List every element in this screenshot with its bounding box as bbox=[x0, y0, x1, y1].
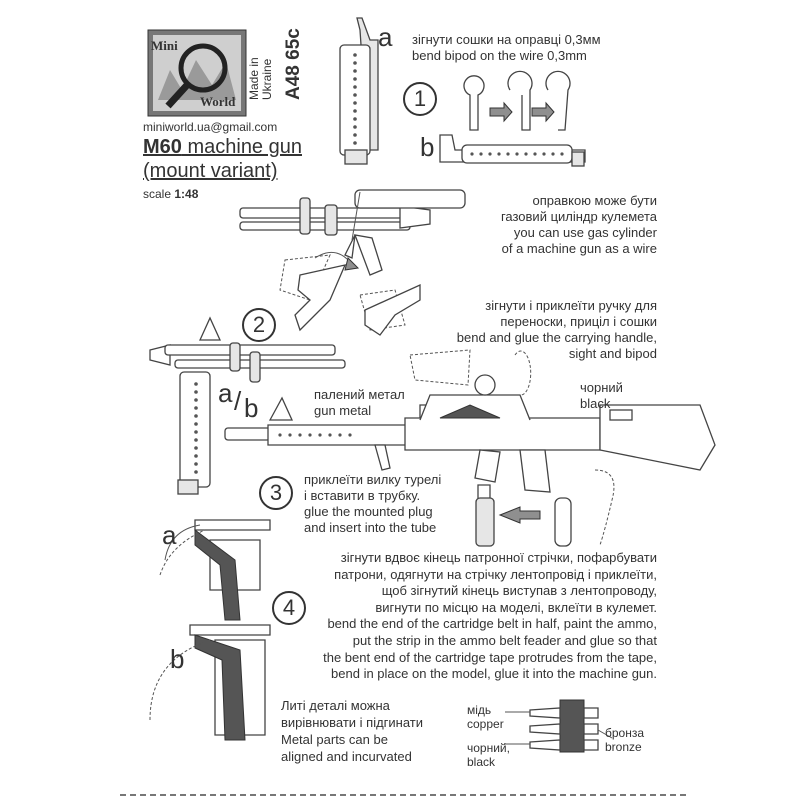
step-4-line-7: the bent end of the cartridge tape protr… bbox=[323, 649, 657, 665]
step-4-text: зігнути вдвоє кінець патронної стрічки, … bbox=[323, 550, 657, 683]
part-b-label: b bbox=[420, 132, 435, 162]
metal-parts-note: Литі деталі можна вирівнювати і підгинат… bbox=[281, 697, 423, 765]
step-2-en1: bend and glue the carrying handle, bbox=[456, 330, 657, 345]
step-1-badge: 1 bbox=[403, 82, 437, 116]
step-4-line-6: put the strip in the ammo belt feader an… bbox=[352, 632, 657, 648]
copper-en: copper bbox=[467, 717, 504, 731]
gunmetal-en: gun metal bbox=[314, 403, 372, 418]
part-ab-a-label: a bbox=[218, 378, 233, 408]
copper-label: мідь copper bbox=[467, 703, 504, 731]
title-variant: (mount variant) bbox=[143, 160, 278, 182]
handle-bend-illustration bbox=[279, 251, 421, 336]
black-uk: чорний bbox=[580, 380, 623, 395]
step-1-text: зігнути сошки на оправці 0,3мм bend bipo… bbox=[412, 32, 601, 64]
made-in-line2: Ukraine bbox=[260, 58, 274, 100]
black-label: чорний black bbox=[580, 380, 623, 412]
step-1-en: bend bipod on the wire 0,3mm bbox=[412, 48, 587, 63]
black2-label: чорний, black bbox=[467, 741, 510, 769]
copper-uk: мідь bbox=[467, 703, 492, 717]
wire-note: оправкою може бути газовий циліндр кулем… bbox=[501, 193, 657, 257]
page-title: M60 machine gun bbox=[143, 136, 302, 158]
cartridge-color-guide bbox=[505, 699, 613, 753]
step-3-badge: 3 bbox=[259, 476, 293, 510]
cartridge-belt-illustration bbox=[149, 519, 271, 741]
step-2-badge: 2 bbox=[242, 308, 276, 342]
bronze-uk: бронза bbox=[605, 726, 645, 740]
step-2-uk1: зігнути і приклеїти ручку для bbox=[485, 298, 657, 313]
bipod-bend-illustration bbox=[463, 70, 571, 131]
wire-note-uk2: газовий циліндр кулемета bbox=[500, 209, 657, 224]
title-name: machine gun bbox=[181, 136, 302, 158]
gunmetal-uk: палений метал bbox=[314, 387, 405, 402]
part-ab-b-label: b bbox=[244, 393, 259, 423]
note-uk1: Литі деталі можна bbox=[281, 698, 390, 713]
scale-value: 1:48 bbox=[174, 187, 199, 201]
part-ab-slash-label: / bbox=[234, 386, 242, 416]
step-4-line-1: зігнути вдвоє кінець патронної стрічки, … bbox=[340, 550, 657, 565]
belt-a-label: a bbox=[162, 520, 177, 550]
note-en1: Metal parts can be bbox=[281, 732, 388, 747]
step-2-uk2: переноски, приціл і сошки bbox=[500, 314, 657, 329]
barrel-wire-illustration bbox=[239, 189, 466, 276]
step-4-line-4: вигнути по місцю на моделі, вклеїти в ку… bbox=[375, 599, 657, 615]
step-3-en1: glue the mounted plug bbox=[304, 504, 433, 519]
part-a-label: a bbox=[378, 22, 393, 52]
mount-assembly bbox=[149, 316, 346, 495]
logo-word-world: World bbox=[200, 94, 236, 109]
step-3-uk1: приклеїти вилку турелі bbox=[304, 472, 442, 487]
title-model: M60 bbox=[143, 136, 182, 158]
step-3-uk2: і вставити в трубку. bbox=[304, 488, 421, 503]
black-en: black bbox=[580, 396, 611, 411]
step-4-line-2: патрони, одягнути на стрічку лентопровід… bbox=[334, 566, 657, 582]
step-4-line-8: bend in place on the model, glue it into… bbox=[331, 666, 657, 682]
step-2-text: зігнути і приклеїти ручку для переноски,… bbox=[457, 298, 657, 362]
belt-b-label: b bbox=[170, 644, 185, 674]
note-en2: aligned and incurvated bbox=[281, 749, 412, 764]
step-1-uk: зігнути сошки на оправці 0,3мм bbox=[412, 32, 601, 47]
scale-prefix: scale bbox=[143, 187, 175, 201]
black2-en: black bbox=[467, 755, 496, 769]
black2-uk: чорний, bbox=[467, 741, 510, 755]
step-4-line-5: bend the end of the cartridge belt in ha… bbox=[327, 616, 657, 632]
wire-note-uk1: оправкою може бути bbox=[532, 193, 658, 208]
step-3-text: приклеїти вилку турелі і вставити в труб… bbox=[304, 472, 441, 536]
step-4-badge: 4 bbox=[272, 591, 306, 625]
scale-label: scale 1:48 bbox=[143, 187, 198, 201]
step-4-line-3: щоб зігнутий кінець виступав з лентопров… bbox=[381, 583, 657, 599]
bipod-part-a bbox=[339, 17, 379, 165]
mounted-plug-illustration bbox=[475, 469, 615, 547]
wire-note-en1: you can use gas cylinder bbox=[513, 225, 657, 240]
bipod-part-b bbox=[439, 134, 586, 167]
gunmetal-label: палений метал gun metal bbox=[314, 387, 405, 419]
step-2-en2: sight and bipod bbox=[568, 346, 657, 361]
wire-note-en2: of a machine gun as a wire bbox=[501, 241, 657, 256]
product-code: A48 65c bbox=[283, 28, 304, 100]
step-3-en2: and insert into the tube bbox=[304, 520, 437, 535]
gun-drawing bbox=[224, 349, 716, 493]
logo-graphic bbox=[147, 29, 247, 117]
note-uk2: вирівнювати і підгинати bbox=[281, 715, 424, 730]
email: miniworld.ua@gmail.com bbox=[143, 120, 278, 134]
logo-word-mini: Mini bbox=[151, 38, 178, 53]
bronze-label: бронза bronze bbox=[605, 726, 644, 754]
bronze-en: bronze bbox=[605, 740, 642, 754]
made-in-label: Made in Ukraine bbox=[247, 57, 274, 100]
